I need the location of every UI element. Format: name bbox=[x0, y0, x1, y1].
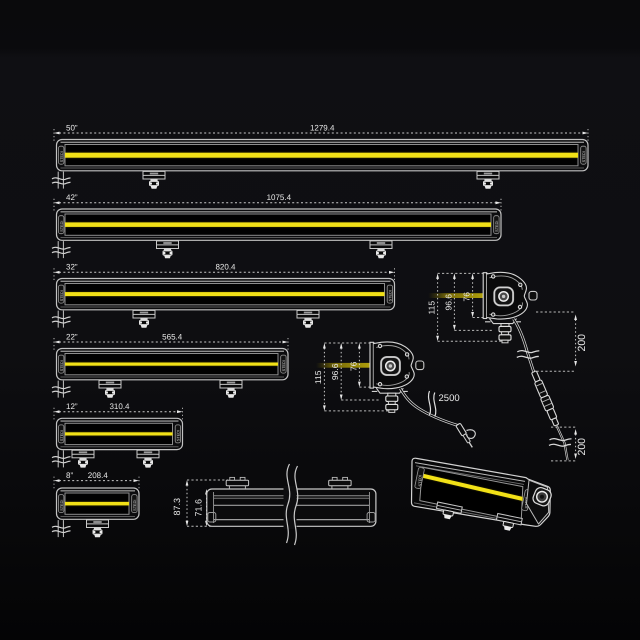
svg-text:8”: 8” bbox=[66, 471, 73, 480]
svg-text:1075.4: 1075.4 bbox=[267, 193, 292, 202]
svg-text:STEDI: STEDI bbox=[177, 430, 181, 441]
svg-text:565.4: 565.4 bbox=[162, 332, 183, 341]
svg-text:STEDI: STEDI bbox=[133, 500, 137, 511]
svg-text:STEDI: STEDI bbox=[60, 430, 64, 441]
svg-text:71.6: 71.6 bbox=[194, 499, 204, 517]
svg-text:76: 76 bbox=[348, 361, 358, 371]
svg-text:87.3: 87.3 bbox=[172, 498, 182, 516]
svg-text:820.4: 820.4 bbox=[215, 263, 236, 272]
svg-text:96.6: 96.6 bbox=[330, 363, 340, 380]
svg-text:12”: 12” bbox=[66, 402, 78, 411]
svg-text:STEDI: STEDI bbox=[60, 360, 64, 371]
svg-text:STEDI: STEDI bbox=[60, 221, 64, 232]
svg-text:42”: 42” bbox=[66, 193, 78, 202]
svg-text:22”: 22” bbox=[66, 332, 78, 341]
svg-text:2500: 2500 bbox=[439, 393, 460, 404]
svg-text:200: 200 bbox=[576, 334, 588, 352]
svg-text:32”: 32” bbox=[66, 263, 78, 272]
svg-text:96.6: 96.6 bbox=[443, 294, 453, 311]
svg-text:115: 115 bbox=[313, 370, 323, 384]
svg-text:STEDI: STEDI bbox=[60, 290, 64, 301]
svg-text:76: 76 bbox=[462, 292, 472, 302]
svg-text:200: 200 bbox=[576, 438, 588, 456]
svg-text:STEDI: STEDI bbox=[60, 151, 64, 162]
svg-text:1279.4: 1279.4 bbox=[310, 123, 335, 132]
svg-text:STEDI: STEDI bbox=[60, 500, 64, 511]
svg-text:STEDI: STEDI bbox=[417, 475, 422, 487]
svg-text:50”: 50” bbox=[66, 123, 78, 132]
svg-text:310.4: 310.4 bbox=[109, 402, 130, 411]
svg-text:STEDI: STEDI bbox=[495, 221, 499, 232]
svg-text:STEDI: STEDI bbox=[282, 360, 286, 371]
svg-text:STEDI: STEDI bbox=[389, 290, 393, 301]
svg-text:STEDI: STEDI bbox=[582, 151, 586, 162]
svg-text:208.4: 208.4 bbox=[88, 471, 109, 480]
svg-text:115: 115 bbox=[426, 301, 436, 315]
